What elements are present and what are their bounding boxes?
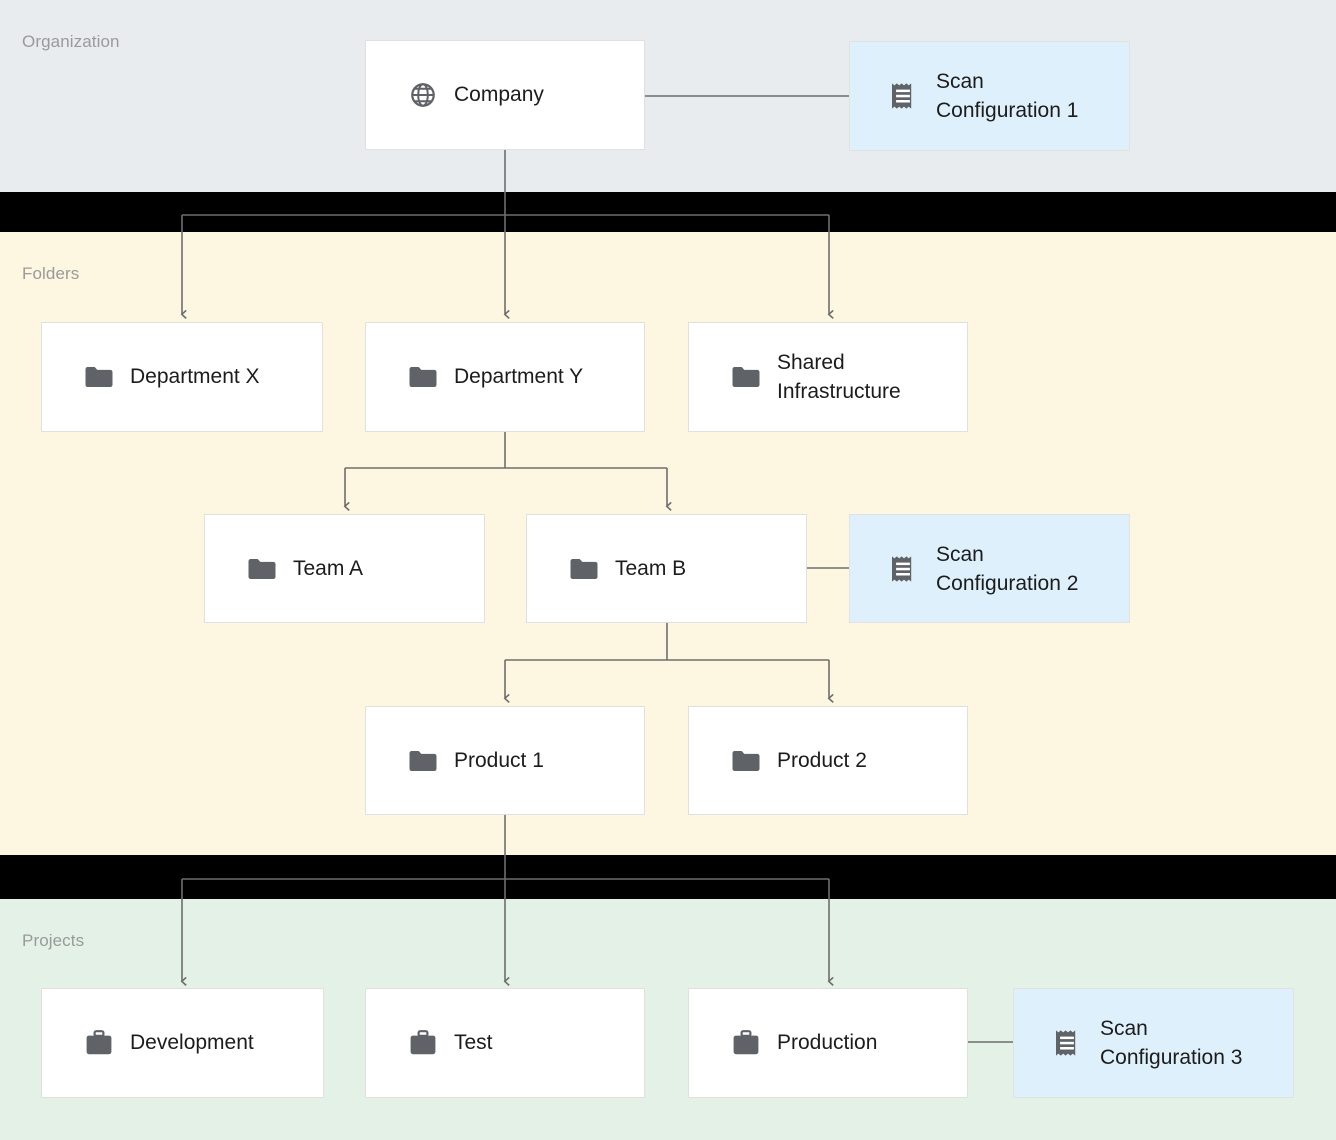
band-label-projects: Projects (22, 931, 85, 950)
node-department-y[interactable]: Department Y (365, 322, 645, 432)
receipt-icon (1052, 1028, 1082, 1058)
node-product-1[interactable]: Product 1 (365, 706, 645, 815)
folder-icon (408, 362, 438, 392)
organization-band (0, 0, 1336, 192)
node-label-scan-configuration-2: Scan Configuration 2 (936, 542, 1079, 595)
node-shared-infrastructure[interactable]: Shared Infrastructure (688, 322, 968, 432)
node-label-department-x: Department X (130, 365, 260, 388)
node-scan-configuration-1[interactable]: Scan Configuration 1 (849, 41, 1130, 151)
node-development[interactable]: Development (41, 988, 324, 1098)
folder-icon (569, 554, 599, 584)
node-scan-configuration-3[interactable]: Scan Configuration 3 (1013, 988, 1294, 1098)
node-label-department-y: Department Y (454, 365, 584, 388)
folder-icon (247, 554, 277, 584)
briefcase-icon (408, 1028, 438, 1058)
briefcase-icon (731, 1028, 761, 1058)
folder-icon (731, 746, 761, 776)
node-label-company: Company (454, 83, 544, 106)
band-label-folders: Folders (22, 264, 80, 283)
node-label-scan-configuration-3: Scan Configuration 3 (1100, 1017, 1243, 1069)
briefcase-icon (84, 1028, 114, 1058)
node-label-production: Production (777, 1031, 878, 1054)
folder-icon (408, 746, 438, 776)
node-label-test: Test (454, 1031, 493, 1054)
band-label-organization: Organization (22, 32, 120, 51)
receipt-icon (888, 81, 918, 111)
node-label-team-b: Team B (615, 556, 687, 580)
node-product-2[interactable]: Product 2 (688, 706, 968, 815)
node-label-product-1: Product 1 (454, 748, 544, 772)
node-team-b[interactable]: Team B (526, 514, 807, 623)
receipt-icon (888, 554, 918, 584)
node-label-shared-infrastructure: Shared Infrastructure (777, 351, 901, 403)
node-test[interactable]: Test (365, 988, 645, 1098)
globe-icon (408, 80, 438, 110)
node-team-a[interactable]: Team A (204, 514, 485, 623)
node-department-x[interactable]: Department X (41, 322, 323, 432)
folder-icon (84, 362, 114, 392)
node-label-team-a: Team A (293, 556, 364, 580)
folder-icon (731, 362, 761, 392)
node-production[interactable]: Production (688, 988, 968, 1098)
node-label-scan-configuration-1: Scan Configuration 1 (936, 70, 1079, 122)
node-company[interactable]: Company (365, 40, 645, 150)
node-label-product-2: Product 2 (777, 748, 867, 772)
node-scan-configuration-2[interactable]: Scan Configuration 2 (849, 514, 1130, 623)
node-label-development: Development (130, 1031, 254, 1054)
